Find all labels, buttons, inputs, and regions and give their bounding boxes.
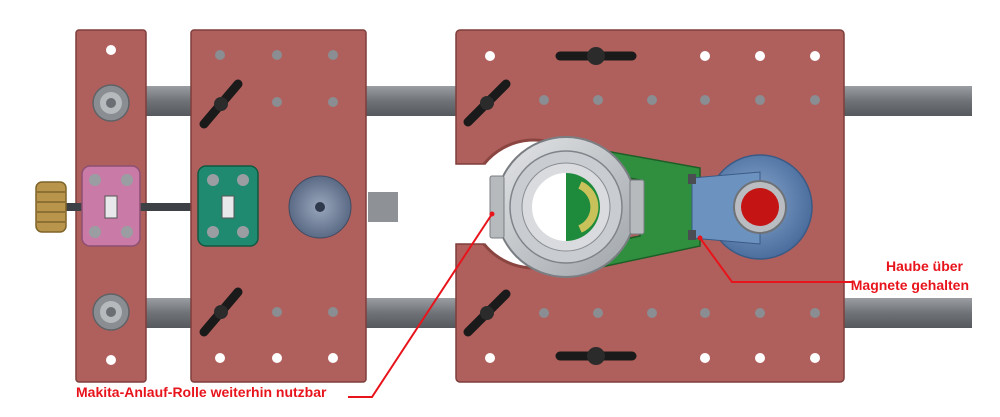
wing-knob-top-left [199,79,243,129]
bearing-bottom [92,293,130,331]
clamp-pink [81,165,141,247]
magnet-top [688,174,696,184]
wing-knob-top-right [555,47,637,65]
wing-knob-bottom-right [555,347,637,365]
guide-disc [288,175,352,239]
hood-callout-line1: Haube über [885,258,963,274]
bearing-top [92,84,130,122]
motor-unit [688,154,813,260]
magnet-bottom [688,230,696,240]
second-plate [190,29,367,383]
clamp-teal [197,165,259,247]
hood-callout-line2: Magnete gehalten [850,277,969,293]
leader-roller [348,213,493,398]
adjust-knob [35,181,67,233]
anlauf-rolle [489,136,645,278]
wing-knob-mid-top-right [463,79,511,127]
callout-leaders [348,211,852,398]
center-bar [368,192,398,222]
wing-knob-mid-bottom-right [463,289,511,337]
wing-knob-bottom-left [199,287,243,337]
roller-callout: Makita-Anlauf-Rolle weiterhin nutzbar [76,384,327,400]
leader-hood [699,237,852,283]
